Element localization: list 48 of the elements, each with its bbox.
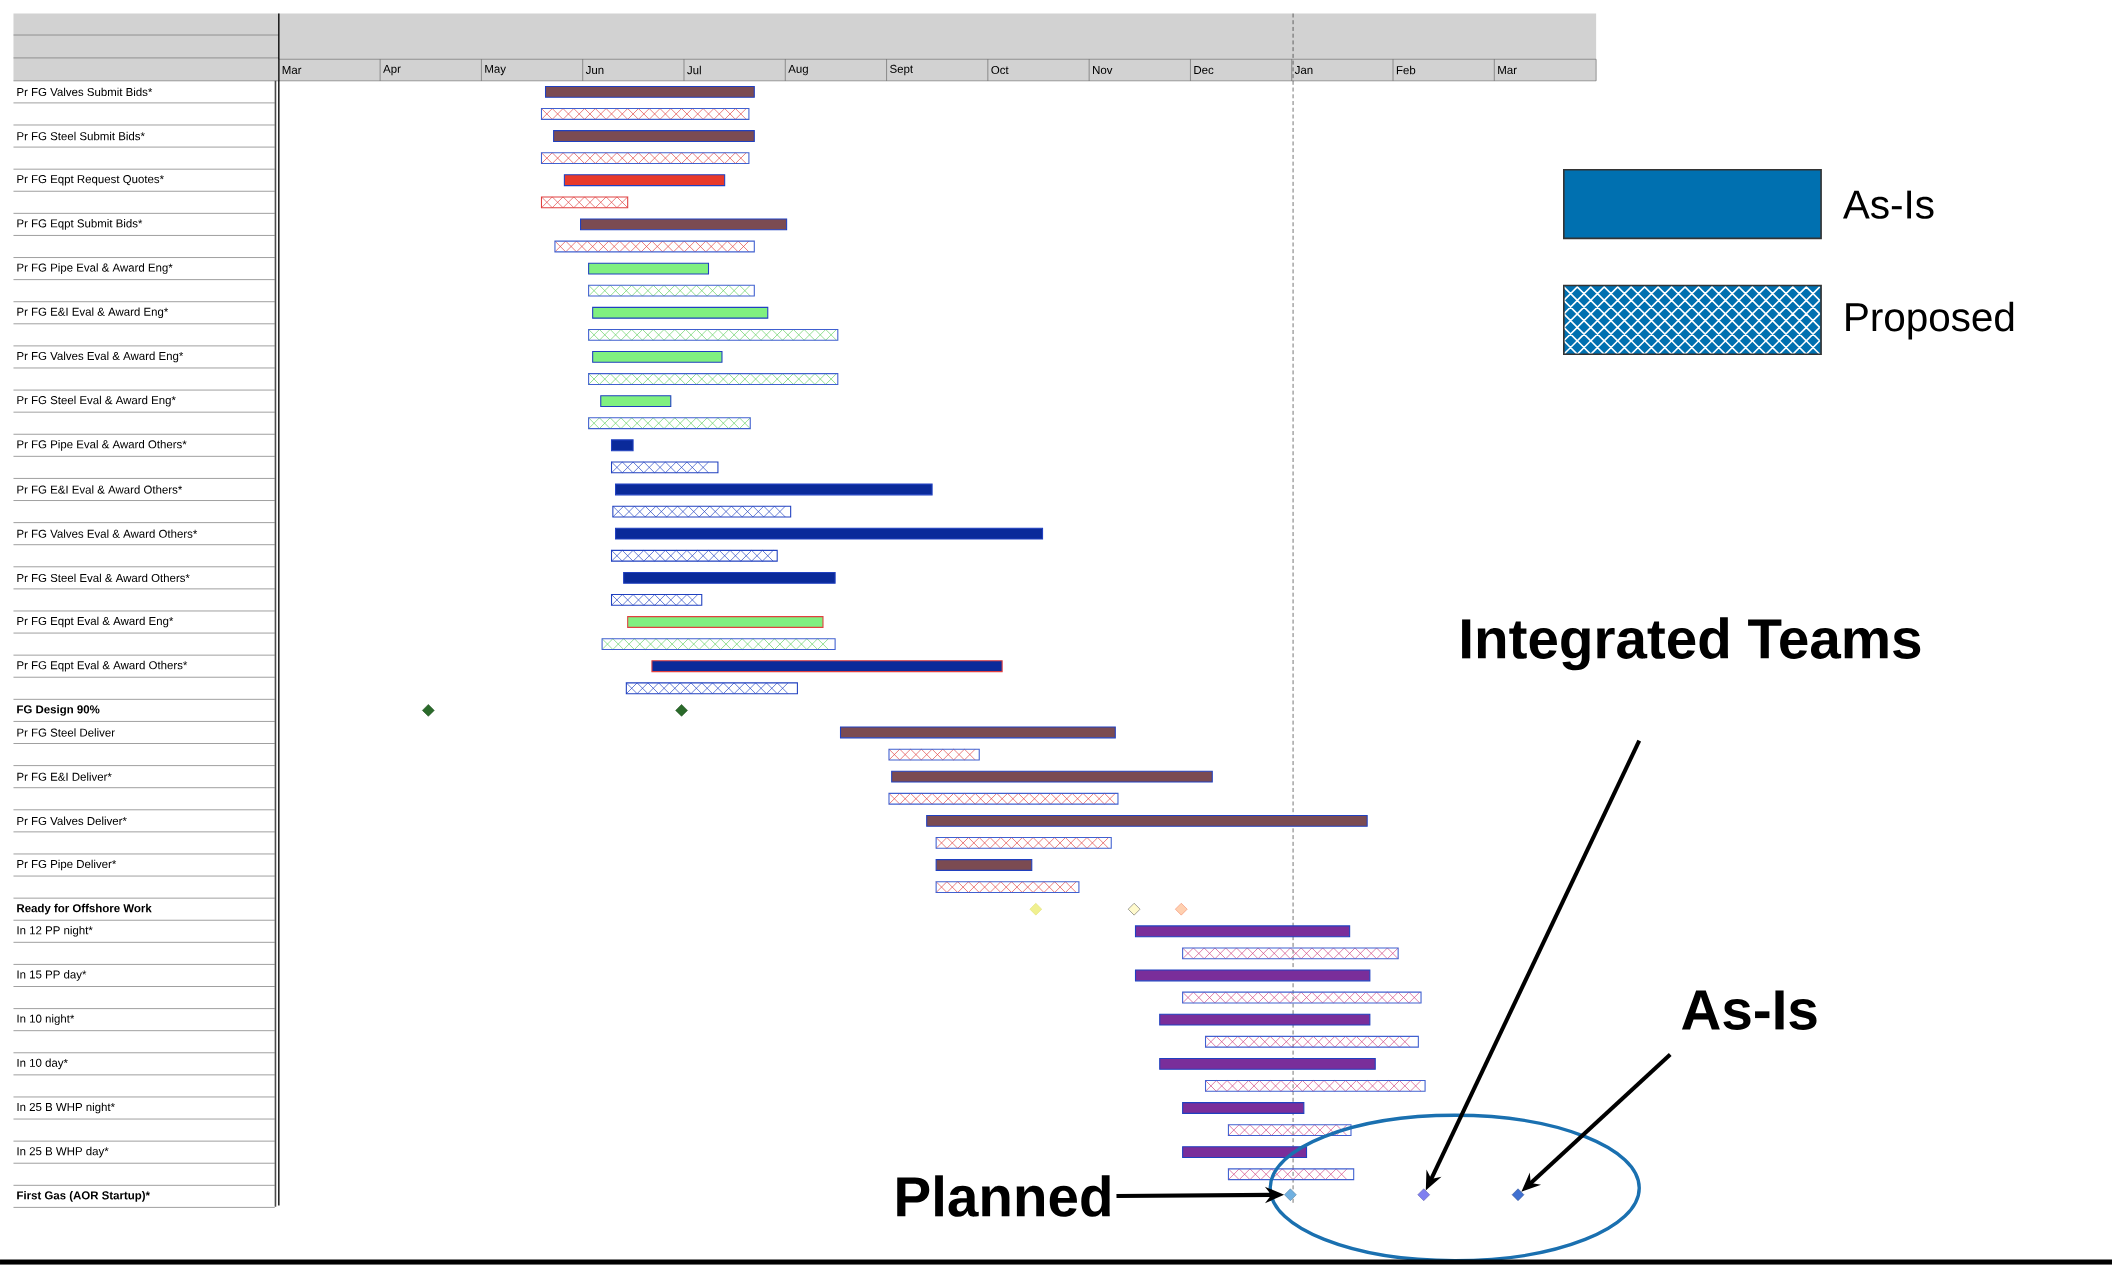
month-label: Sept xyxy=(890,64,913,76)
month-label: May xyxy=(485,65,506,76)
month-label: Jan xyxy=(1294,66,1313,75)
task-label: Pr FG Steel Submit Bids* xyxy=(17,131,145,141)
task-label: Pr FG E&I Eval & Award Eng* xyxy=(17,307,169,319)
task-label: Pr FG Eqpt Request Quotes* xyxy=(17,175,164,186)
task-label: Pr FG Steel Deliver xyxy=(17,728,115,737)
task-label: In 15 PP day* xyxy=(17,970,87,981)
task-label: Pr FG Steel Eval & Award Eng* xyxy=(17,395,176,407)
month-label: Jun xyxy=(585,66,604,75)
task-label: Pr FG Steel Eval & Award Others* xyxy=(17,573,190,583)
month-label: Mar xyxy=(1498,66,1517,75)
task-label: In 25 B WHP night* xyxy=(17,1102,115,1114)
callout-text: Integrated Teams xyxy=(1462,617,1921,671)
task-label: Ready for Offshore Work xyxy=(17,903,152,915)
milestone-diamond xyxy=(1417,1188,1430,1202)
task-label: Pr FG Pipe Eval & Award Eng* xyxy=(17,263,173,274)
task-label: First Gas (AOR Startup)* xyxy=(17,1191,150,1202)
task-label: Pr FG Eqpt Submit Bids* xyxy=(17,219,143,230)
task-label: Pr FG Eqpt Eval & Award Others* xyxy=(17,660,188,672)
month-label: Jul xyxy=(687,65,701,75)
task-label: Pr FG E&I Eval & Award Others* xyxy=(17,485,183,494)
task-label: Pr FG Pipe Eval & Award Others* xyxy=(17,440,187,451)
task-label: FG Design 90% xyxy=(17,705,100,716)
task-label: Pr FG Pipe Deliver* xyxy=(17,859,117,871)
month-label: Aug xyxy=(788,65,808,76)
month-label: Nov xyxy=(1093,66,1113,75)
task-label: Pr FG Eqpt Eval & Award Eng* xyxy=(17,616,174,628)
month-label: Dec xyxy=(1194,66,1214,75)
month-label: Oct xyxy=(991,66,1009,75)
task-label: Pr FG E&I Deliver* xyxy=(17,772,112,781)
task-label: In 25 B WHP day* xyxy=(17,1146,109,1158)
legend-label: As-Is xyxy=(1843,190,1934,219)
task-label: Pr FG Valves Eval & Award Others* xyxy=(17,529,198,538)
month-label: Mar xyxy=(282,66,302,75)
task-label: Pr FG Valves Eval & Award Eng* xyxy=(17,351,184,363)
task-label: Pr FG Valves Deliver* xyxy=(17,816,127,826)
task-label: In 10 day* xyxy=(17,1058,68,1070)
milestone-diamond xyxy=(1511,1188,1525,1202)
legend-label: Proposed xyxy=(1846,301,2014,340)
month-label: Feb xyxy=(1396,65,1416,75)
task-label: Pr FG Valves Submit Bids* xyxy=(17,87,153,97)
task-label: In 10 night* xyxy=(17,1014,75,1026)
month-label: Apr xyxy=(383,65,401,76)
callout-text: Planned xyxy=(897,1175,1110,1217)
task-label: In 12 PP night* xyxy=(17,926,93,937)
milestone-diamond xyxy=(1284,1188,1297,1202)
callout-text: As-Is xyxy=(1681,990,1817,1031)
